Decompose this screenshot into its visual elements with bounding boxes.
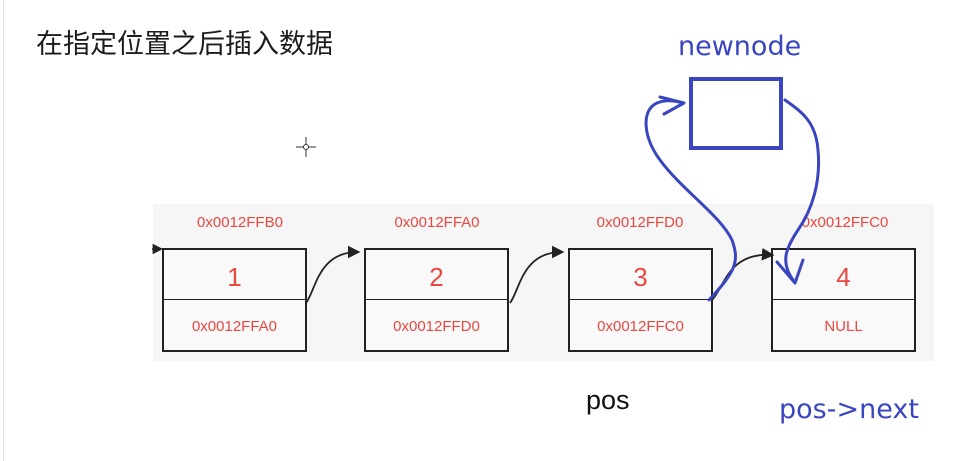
- node-4-next: NULL: [824, 318, 863, 335]
- node-4-value: 4: [773, 250, 914, 300]
- left-border-line: [3, 0, 4, 461]
- newnode-label: newnode: [678, 31, 802, 62]
- node-3-address: 0x0012FFD0: [596, 214, 684, 231]
- node-4: 4 NULL: [771, 248, 916, 352]
- newnode-box: [689, 77, 783, 150]
- node-3-value: 3: [570, 250, 711, 300]
- node-1-next: 0x0012FFA0: [191, 318, 278, 335]
- pos-next-label: pos->next: [779, 394, 919, 425]
- node-1-value: 1: [164, 250, 305, 300]
- link-arrow-3-to-4: [711, 248, 775, 301]
- link-arrow-1-to-2: [305, 245, 361, 304]
- node-2: 2 0x0012FFD0: [364, 248, 509, 352]
- blue-arrowhead-node4: [775, 258, 805, 285]
- node-2-next: 0x0012FFD0: [393, 318, 480, 335]
- node-2-address: 0x0012FFA0: [394, 214, 480, 231]
- node-1: 1 0x0012FFA0: [162, 248, 307, 352]
- page-title: 在指定位置之后插入数据: [36, 29, 333, 60]
- link-arrow-2-to-3: [509, 245, 565, 304]
- node-2-value: 2: [366, 250, 507, 300]
- node-3-next: 0x0012FFC0: [597, 318, 684, 335]
- blue-arrow-newnode-to-next: [783, 98, 821, 282]
- blue-arrowhead-newnode: [658, 95, 686, 116]
- pos-label: pos: [586, 385, 630, 415]
- node-3: 3 0x0012FFC0: [568, 248, 713, 352]
- node-1-address: 0x0012FFB0: [197, 214, 283, 231]
- node-4-address: 0x0012FFC0: [801, 214, 889, 231]
- blue-arrow-pos-to-newnode: [644, 99, 737, 302]
- crosshair-cursor-icon: [296, 137, 316, 157]
